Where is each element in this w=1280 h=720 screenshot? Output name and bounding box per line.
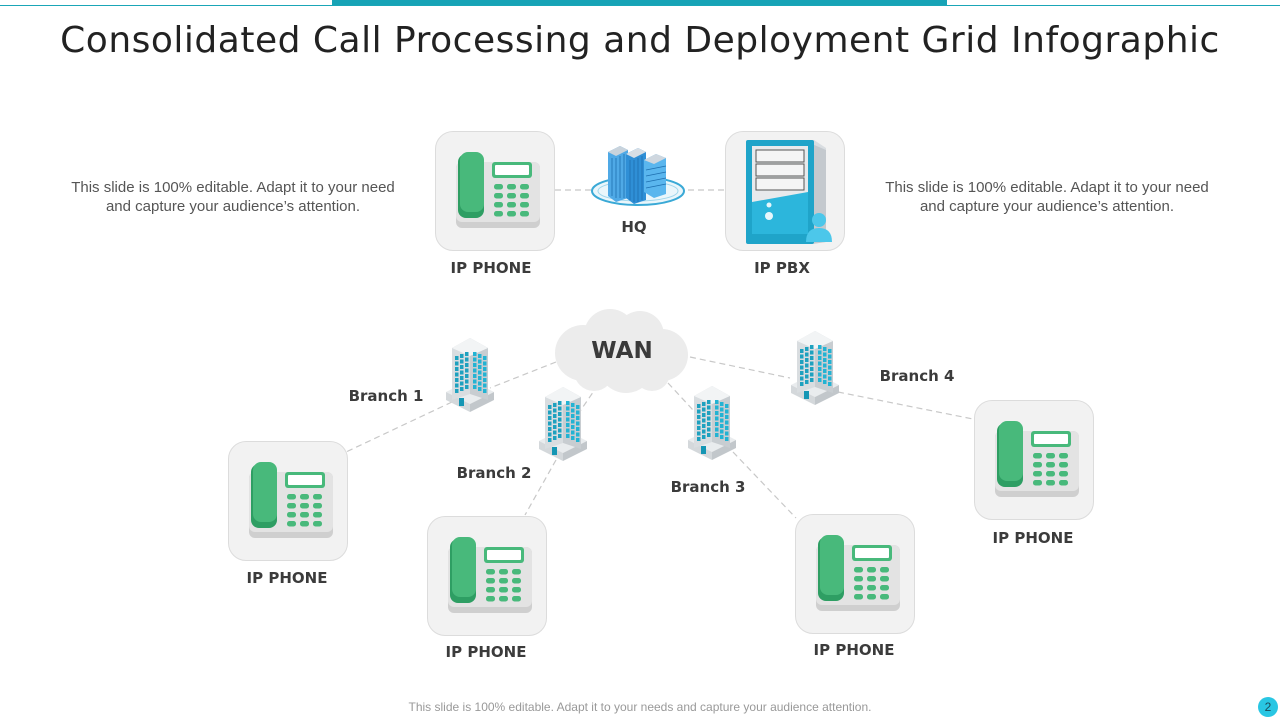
- top-accent-line: [0, 5, 1280, 6]
- branch-2-label: Branch 2: [456, 464, 532, 482]
- hq-ip-phone-label: IP PHONE: [450, 259, 532, 277]
- cloud-icon: [555, 309, 688, 393]
- page-title: Consolidated Call Processing and Deploym…: [60, 20, 1220, 61]
- branch-1-label: Branch 1: [348, 387, 424, 405]
- desk-phone-icon: [448, 537, 532, 613]
- branch-3-building-icon: [688, 386, 736, 460]
- branch-1-ip-phone-label: IP PHONE: [246, 569, 328, 587]
- right-description: This slide is 100% editable. Adapt it to…: [885, 179, 1209, 215]
- server-tower-icon: [746, 140, 832, 244]
- branch-3-ip-phone-label: IP PHONE: [813, 641, 895, 659]
- branch-4-label: Branch 4: [879, 367, 955, 385]
- link-wan-branch4: [689, 356, 791, 379]
- ip-pbx-label: IP PBX: [754, 259, 810, 277]
- wan-label: WAN: [591, 338, 653, 364]
- left-description: This slide is 100% editable. Adapt it to…: [71, 179, 395, 215]
- branch-1-building-icon: [446, 338, 494, 412]
- desk-phone-icon: [995, 421, 1079, 497]
- branch-3-ip-phone-node[interactable]: [795, 514, 915, 634]
- link-branch4-phone: [837, 391, 974, 420]
- link-branch2-phone: [524, 459, 557, 516]
- branch-4-building-icon: [791, 331, 839, 405]
- branch-3-label: Branch 3: [670, 478, 746, 496]
- branch-4-ip-phone-node[interactable]: [974, 400, 1094, 520]
- top-accent-bar: [332, 0, 947, 5]
- hq-buildings-icon: [591, 146, 685, 206]
- link-wan-branch3: [667, 382, 694, 411]
- desk-phone-icon: [249, 462, 333, 538]
- desk-phone-icon: [816, 535, 900, 611]
- branch-2-ip-phone-label: IP PHONE: [445, 643, 527, 661]
- page-number-badge: 2: [1258, 697, 1278, 717]
- hq-ip-phone-node[interactable]: [435, 131, 555, 251]
- link-branch3-phone: [732, 451, 797, 519]
- link-branch1-phone: [345, 401, 453, 453]
- branch-2-ip-phone-node[interactable]: [427, 516, 547, 636]
- branch-1-ip-phone-node[interactable]: [228, 441, 348, 561]
- branch-2-building-icon: [539, 387, 587, 461]
- ip-pbx-node[interactable]: [725, 131, 845, 251]
- desk-phone-icon: [456, 152, 540, 228]
- footer-note: This slide is 100% editable. Adapt it to…: [408, 700, 872, 714]
- link-wan-branch1: [489, 361, 557, 389]
- branch-4-ip-phone-label: IP PHONE: [992, 529, 1074, 547]
- hq-label: HQ: [621, 218, 647, 236]
